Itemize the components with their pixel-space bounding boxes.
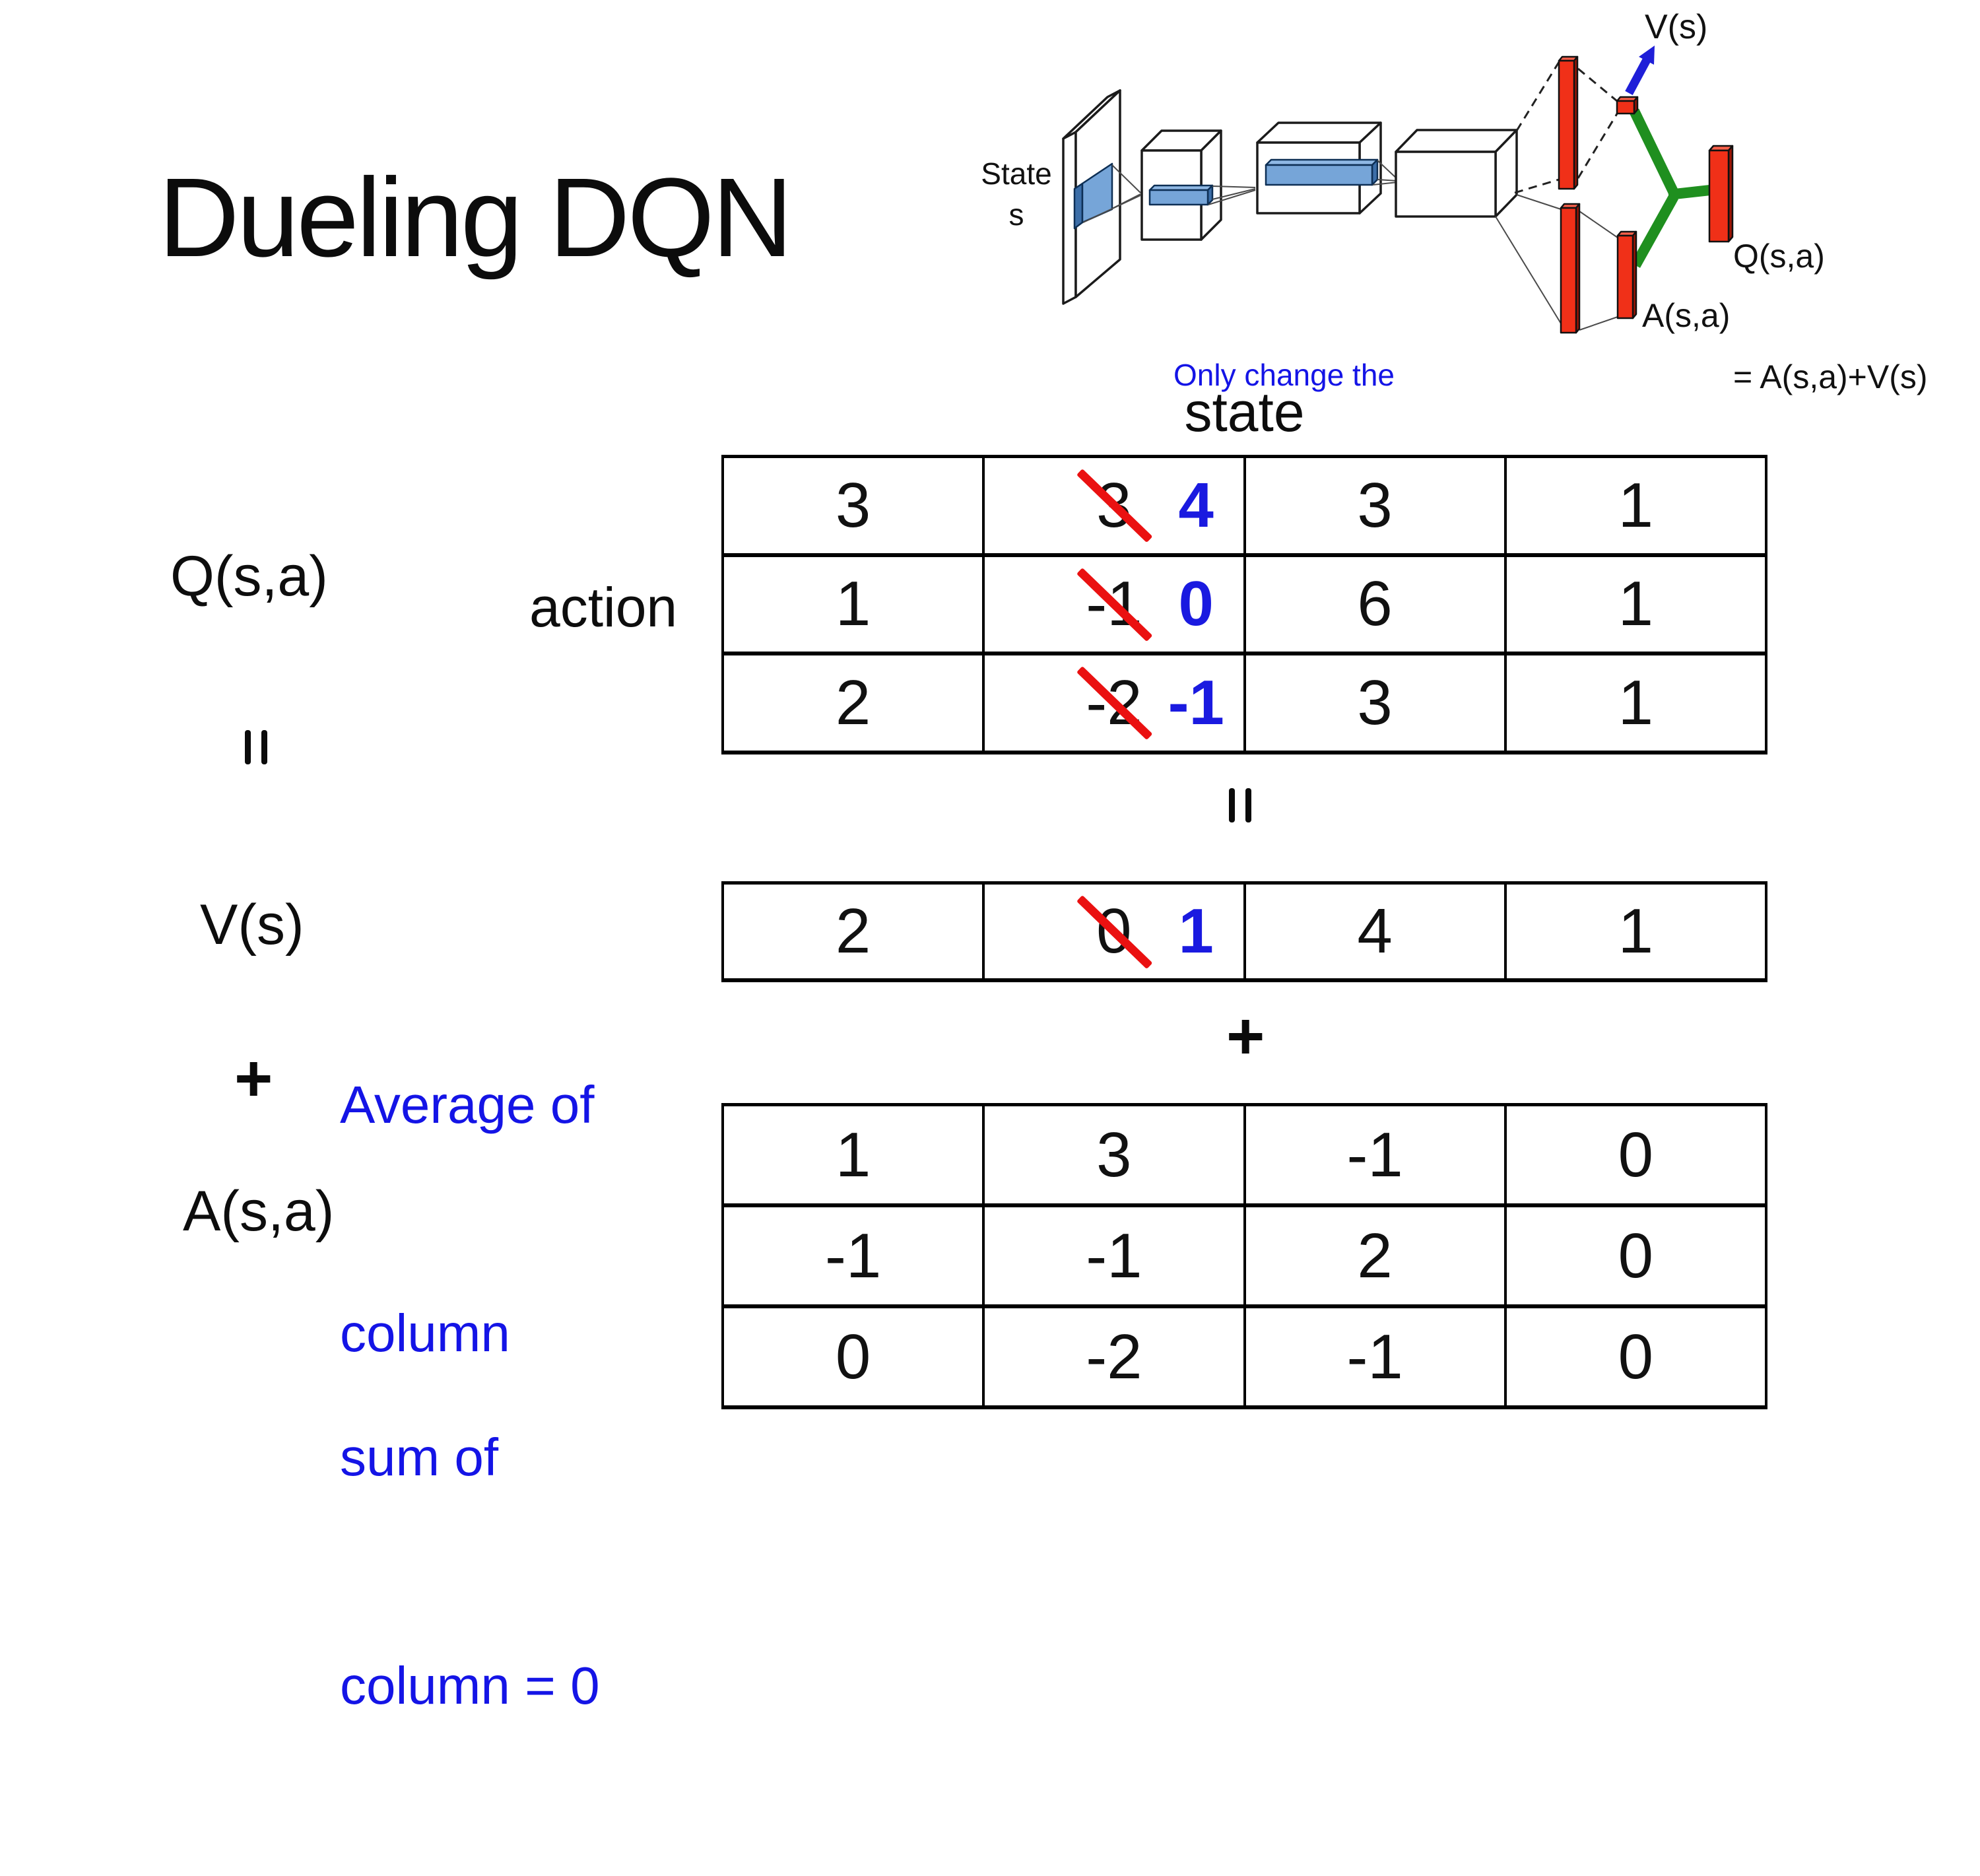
slide-canvas: Dueling DQN [158, 8, 1928, 1715]
a-cell-value: -1 [1346, 1321, 1403, 1392]
plus-sign-left: + [234, 1042, 273, 1116]
v-cell-value: 4 [1357, 896, 1393, 966]
a-cell: -1 [1245, 1308, 1507, 1409]
q-cell: 6 [1245, 556, 1507, 656]
diagram-q-line2: = A(s,a)+V(s) [1733, 358, 1928, 395]
plus-sign-center: + [1226, 999, 1265, 1073]
a-cell: 0 [1506, 1106, 1767, 1207]
q-cell: 1 [724, 556, 985, 656]
a-cell: 0 [1506, 1308, 1767, 1409]
diagram-a-output-label: A(s,a) [1642, 297, 1731, 334]
diagram-q-line1: Q(s,a) [1733, 238, 1825, 275]
v-table: 2 0 1 4 1 [721, 881, 1767, 982]
v-cell: 1 [1506, 885, 1767, 982]
q-table: 3 3 4 3 1 1 -1 0 6 1 2 -2 -1 3 1 [721, 455, 1767, 754]
q-cell: 3 [724, 458, 985, 557]
a-cell-value: -1 [1086, 1220, 1142, 1291]
q-cell: 3 [1245, 458, 1507, 557]
a-cell: 1 [724, 1106, 985, 1207]
diagram-vs-label: V(s) [1645, 8, 1708, 46]
a-cell-value: 1 [835, 1119, 871, 1190]
dueling-network-diagram [1062, 46, 1734, 334]
value-arrow-icon [1625, 46, 1655, 96]
a-cell: 0 [724, 1308, 985, 1409]
average-note-line1: Average of [340, 1075, 595, 1135]
q-cell-corrected: 3 4 [985, 458, 1246, 557]
aggregate-y-connector [1629, 108, 1711, 268]
diagram-state-input-label: State s [970, 153, 1063, 235]
diagram-state-line1: State [981, 156, 1052, 191]
feature-bar-2 [1265, 158, 1379, 186]
diagram-state-line2: s [1008, 197, 1024, 232]
a-cell-value: 0 [835, 1321, 871, 1392]
v-new-value: 1 [1178, 896, 1214, 966]
value-scalar-node [1616, 96, 1639, 115]
value-stream-dashed-links [1514, 61, 1620, 194]
q-cell: 1 [1506, 556, 1767, 656]
q-matrix-label: Q(s,a) [170, 545, 328, 608]
v-cell: 2 [724, 885, 985, 982]
a-table: 1 3 -1 0 -1 -1 2 0 0 -2 -1 0 [721, 1103, 1767, 1409]
v-cell: 4 [1245, 885, 1507, 982]
action-axis-label: action [529, 576, 678, 638]
a-cell-value: 0 [1618, 1321, 1654, 1392]
q-cell: 3 [1245, 655, 1507, 754]
q-cell: 2 [724, 655, 985, 754]
q-output-bar [1708, 145, 1734, 243]
state-axis-label: state [1184, 381, 1305, 443]
a-cell-value: -1 [824, 1220, 882, 1291]
q-cell-value: 6 [1357, 568, 1393, 640]
conv-layer-3-box [1395, 129, 1518, 218]
equals-rotated-center [1229, 788, 1251, 822]
a-matrix-label: A(s,a) [183, 1180, 335, 1243]
page-title: Dueling DQN [158, 155, 793, 281]
q-cell-value: 1 [1618, 568, 1654, 640]
a-cell: 3 [985, 1106, 1246, 1207]
q-cell-corrected: -2 -1 [985, 655, 1246, 754]
q-cell-value: 1 [835, 568, 871, 640]
diagram-note-line1: Only change the [1173, 357, 1395, 392]
q-new-value: 0 [1178, 568, 1214, 640]
a-cell-value: 3 [1096, 1119, 1132, 1190]
sum-note-line2: column = 0 [340, 1656, 600, 1715]
a-cell: -1 [724, 1207, 985, 1308]
v-cell-value: 1 [1618, 896, 1654, 966]
fc-bar-value-stream [1558, 55, 1579, 190]
average-note-line2: column [340, 1303, 510, 1362]
a-cell-value: -2 [1086, 1321, 1142, 1392]
sum-note-line1: sum of [340, 1428, 499, 1487]
q-cell-value: 1 [1618, 667, 1654, 739]
v-matrix-label: V(s) [200, 893, 304, 956]
a-cell: -2 [985, 1308, 1246, 1409]
q-cell-value: 3 [1357, 469, 1393, 541]
a-cell: -1 [1245, 1106, 1507, 1207]
q-cell: 1 [1506, 458, 1767, 557]
diagram-q-output-label: Q(s,a) = A(s,a)+V(s) [1733, 156, 1928, 478]
q-new-value: 4 [1178, 469, 1214, 541]
average-note: Average of column [340, 915, 594, 1524]
q-cell-corrected: -1 0 [985, 556, 1246, 656]
a-cell: -1 [985, 1207, 1246, 1308]
advantage-stream-links [1495, 194, 1618, 331]
a-cell: 2 [1245, 1207, 1507, 1308]
advantage-vector-bar [1616, 230, 1637, 319]
fc-bar-advantage-stream [1560, 203, 1581, 334]
q-cell-value: 1 [1618, 469, 1654, 541]
equals-rotated-left [245, 730, 267, 764]
feature-bar-1 [1148, 184, 1214, 206]
q-cell-value: 2 [835, 667, 871, 739]
q-cell-value: 3 [835, 469, 871, 541]
a-cell-value: 2 [1357, 1220, 1393, 1291]
q-cell: 1 [1506, 655, 1767, 754]
sum-note: sum of column = 0 [340, 1267, 600, 1876]
a-cell-value: -1 [1346, 1119, 1403, 1190]
v-cell-corrected: 0 1 [985, 885, 1246, 982]
a-cell: 0 [1506, 1207, 1767, 1308]
v-cell-value: 2 [835, 896, 871, 966]
q-new-value: -1 [1168, 667, 1224, 739]
a-cell-value: 0 [1618, 1220, 1654, 1291]
q-cell-value: 3 [1357, 667, 1393, 739]
a-cell-value: 0 [1618, 1119, 1654, 1190]
